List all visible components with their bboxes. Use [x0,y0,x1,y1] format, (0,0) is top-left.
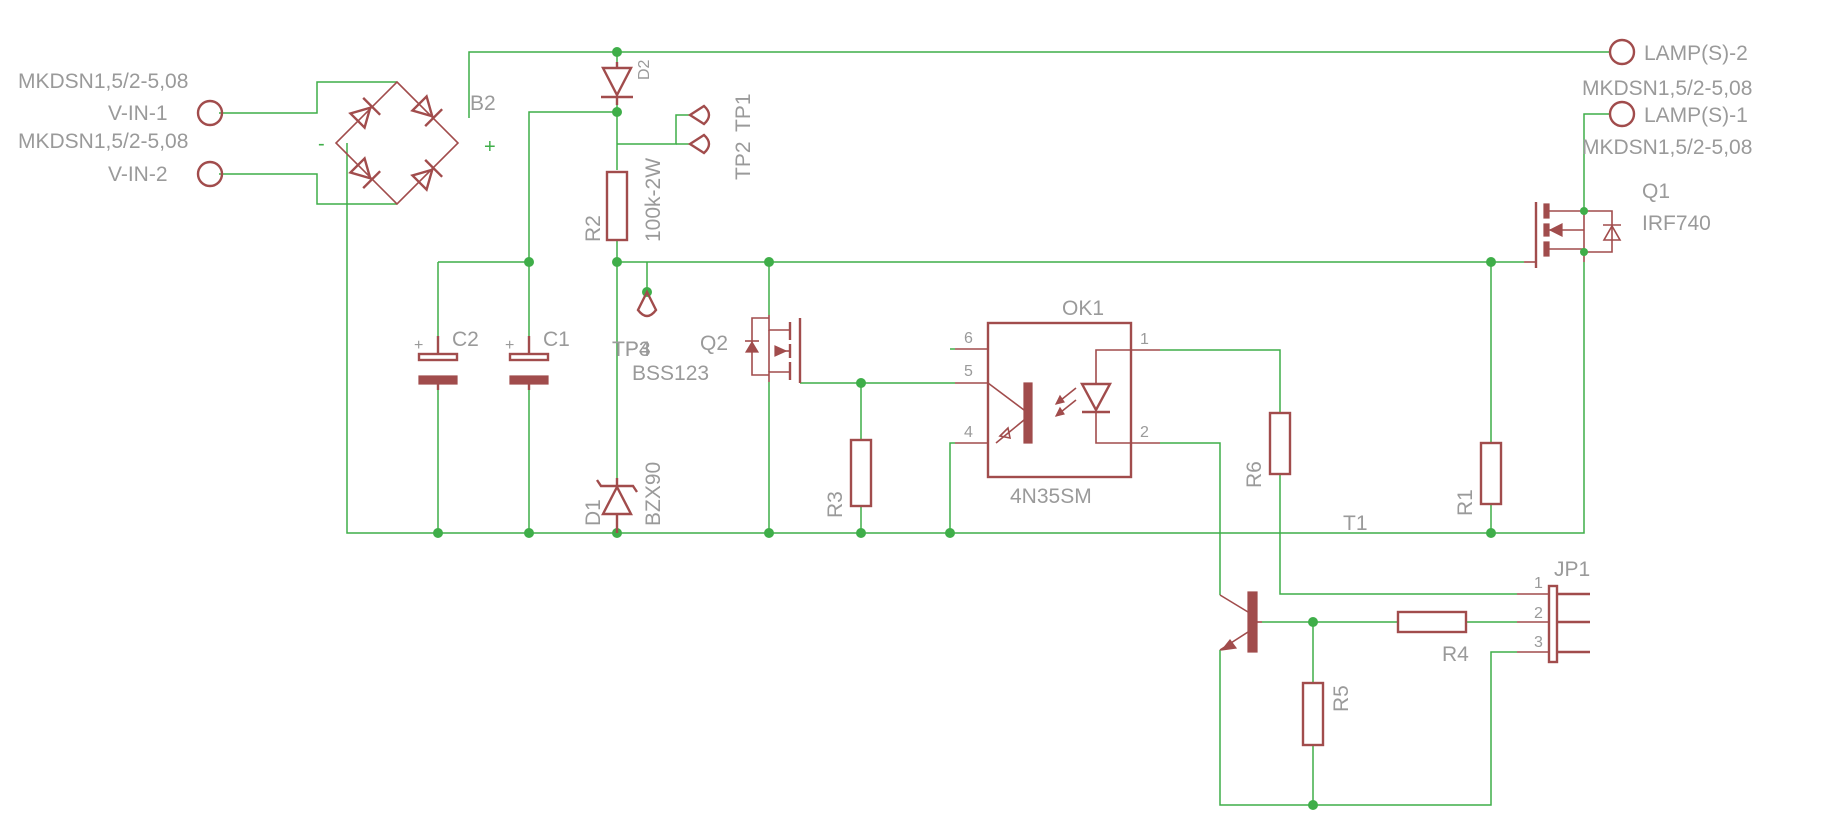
bridge-rectifier-b2[interactable]: B2 - + [318,80,496,206]
ok1-name: OK1 [1062,297,1104,320]
vin2-name: V-IN-2 [108,163,168,186]
resistor-r3[interactable]: R3 [824,438,873,518]
connector-lamp2[interactable]: LAMP(S)-2 MKDSN1,5/2-5,08 [1582,38,1752,100]
d1-value: BZX90 [642,462,665,526]
lamp1-value: MKDSN1,5/2-5,08 [1582,136,1752,159]
r3-name: R3 [824,491,847,518]
t1-name: T1 [1343,512,1368,535]
bridge-minus: - [318,133,325,155]
zener-diode-d1[interactable]: D1 BZX90 [582,462,665,533]
q2-name: Q2 [700,332,728,355]
ok1-pin5: 5 [964,363,973,380]
optocoupler-ok1[interactable]: OK1 4N35SM 6 5 4 1 2 [955,297,1160,508]
r2-value: 100k-2W [642,158,665,242]
q1-value: IRF740 [1642,212,1711,235]
mosfet-q1[interactable]: Q1 IRF740 [1524,180,1711,268]
connector-vin1[interactable]: MKDSN1,5/2-5,08 V-IN-1 [18,70,224,127]
tp4-label: TP4 [612,338,651,361]
ok1-pin2: 2 [1140,424,1149,441]
vin2-value: MKDSN1,5/2-5,08 [18,130,188,153]
lamp2-value: MKDSN1,5/2-5,08 [1582,77,1752,100]
diode-d2[interactable]: D2 [601,59,653,105]
resistor-r6[interactable]: R6 [1243,411,1292,488]
tp1-label: TP1 [732,93,755,132]
mosfet-q2[interactable]: Q2 BSS123 [632,315,802,385]
resistor-r2[interactable]: R2 100k-2W [582,158,665,242]
ok1-value: 4N35SM [1010,485,1092,508]
resistor-r1[interactable]: R1 [1454,441,1503,516]
c2-name: C2 [452,328,479,351]
ok1-pin1: 1 [1140,331,1149,348]
bridge-name: B2 [470,92,496,115]
c1-name: C1 [543,328,570,351]
junctions [433,47,1496,810]
q1-name: Q1 [1642,180,1670,203]
wires [219,51,1611,806]
c1-plus: + [505,337,514,354]
ok1-pin4: 4 [964,424,973,441]
bridge-plus: + [484,136,496,158]
d1-name: D1 [582,499,605,526]
d2-name: D2 [636,59,653,80]
r4-name: R4 [1442,643,1469,666]
tp2-label: TP2 [732,141,755,180]
q2-value: BSS123 [632,362,709,385]
capacitor-c1[interactable]: + C1 [505,328,570,390]
jp1-name: JP1 [1554,558,1590,581]
jp1-pin3: 3 [1534,634,1543,651]
resistor-r5[interactable]: R5 [1301,681,1353,747]
lamp1-name: LAMP(S)-1 [1644,104,1748,127]
ok1-pin6: 6 [964,330,973,347]
c2-plus: + [414,337,423,354]
lamp2-name: LAMP(S)-2 [1644,42,1748,65]
r2-name: R2 [582,215,605,242]
vin1-value: MKDSN1,5/2-5,08 [18,70,188,93]
tp3-label: TP3 [612,338,651,361]
header-jp1[interactable]: JP1 1 2 3 [1517,558,1590,664]
vin1-name: V-IN-1 [108,102,168,125]
jp1-pin2: 2 [1534,605,1543,622]
jp1-pin1: 1 [1534,575,1543,592]
testpoint-tp2[interactable]: TP2 [687,133,755,180]
testpoint-tp1[interactable]: TP1 [687,93,755,132]
r1-name: R1 [1454,489,1477,516]
connector-lamp1[interactable]: LAMP(S)-1 MKDSN1,5/2-5,08 [1582,100,1752,159]
r5-name: R5 [1330,685,1353,712]
transistor-t1[interactable]: T1 [1219,512,1368,653]
r6-name: R6 [1243,461,1266,488]
connector-vin2[interactable]: MKDSN1,5/2-5,08 V-IN-2 [18,130,224,188]
capacitor-c2[interactable]: + C2 [414,328,479,390]
resistor-r4[interactable]: R4 [1396,610,1469,666]
testpoint-tp3-tp4[interactable]: TP3 TP4 [612,289,658,361]
